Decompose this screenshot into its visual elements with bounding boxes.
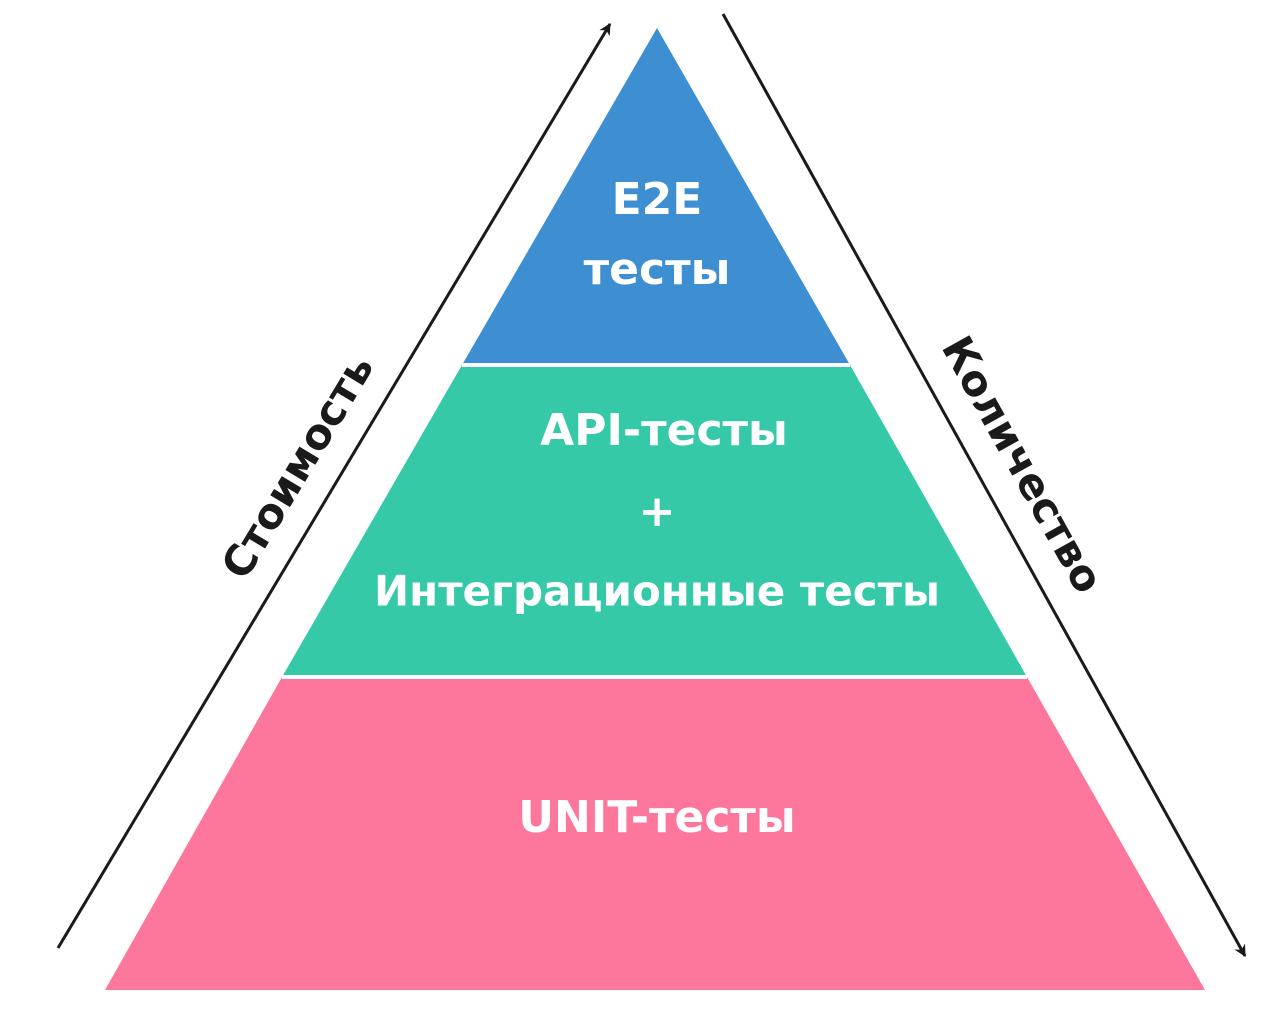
tier-api-label-line2: + [639,486,676,537]
tier-api-label-line1: API-тесты [540,405,788,456]
tier-api [282,365,1027,677]
tier-e2e [462,28,850,365]
tier-e2e-label-line2: тесты [584,244,731,295]
tier-e2e-label-line1: E2E [612,174,703,225]
tier-unit-label: UNIT-тесты [518,792,795,843]
tier-api-label-line3: Интеграционные тесты [374,567,940,616]
pyramid: E2E тесты API-тесты + Интеграционные тес… [105,28,1205,990]
quantity-arrow [721,13,1247,958]
tier-unit [105,677,1205,990]
cost-arrow [56,22,612,949]
